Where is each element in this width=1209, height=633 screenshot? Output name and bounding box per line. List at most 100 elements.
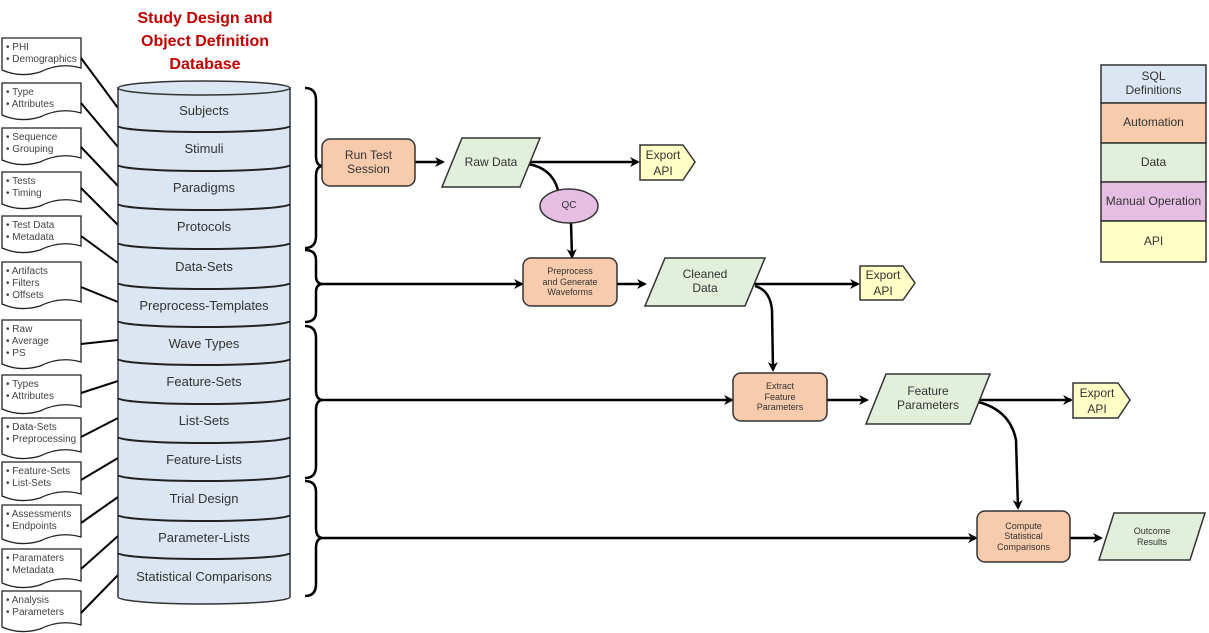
note-box: • Data-Sets• Preprocessing: [6, 422, 84, 446]
note-shape: [1, 374, 82, 415]
note-connector: [80, 574, 119, 614]
note-item: • Artifacts: [6, 266, 48, 277]
table-divider: [117, 436, 291, 444]
brace-1: [304, 86, 324, 250]
legend-label: Manual Operation: [1105, 193, 1202, 208]
brace-4: [304, 479, 324, 598]
note-shape: [1, 548, 82, 589]
note-item: • Preprocessing: [6, 434, 77, 445]
note-shape: [1, 37, 82, 76]
note-connectors: [80, 57, 119, 614]
arrow-cleaned-extract: [754, 284, 778, 372]
label-line: Parameters: [756, 402, 804, 413]
table-divider: [117, 125, 291, 133]
database-table-preprocess-templates: Preprocess-Templates: [139, 297, 269, 313]
legend-swatch: [1100, 181, 1207, 222]
label-line: Export: [645, 147, 681, 162]
table-divider: [117, 320, 291, 328]
note-item: • Filters: [6, 278, 40, 289]
note-shape: [1, 171, 82, 210]
cylinder-body: [117, 87, 291, 605]
title-line-3: Database: [169, 56, 241, 73]
feature-params-shape: [864, 373, 992, 425]
table-divider: [117, 474, 291, 482]
label-line: Data: [692, 281, 718, 295]
note-connector: [80, 102, 119, 148]
note-item: • PS: [6, 348, 26, 359]
note-connector: [80, 235, 119, 264]
label-line: Comparisons: [996, 541, 1051, 552]
note-item: • Assessments: [6, 509, 72, 520]
braces: [304, 86, 324, 598]
table-divider: [117, 203, 291, 211]
outcome-shape: [1097, 512, 1207, 561]
nodes: [321, 137, 1207, 563]
arrow-raw-qc: [527, 162, 560, 191]
label-line: Session: [347, 161, 390, 176]
label-line: Compute: [1005, 520, 1042, 531]
note-item: • Data-Sets: [6, 422, 57, 433]
note-item: • Metadata: [6, 565, 54, 576]
note-connector: [80, 146, 119, 187]
label-line: Results: [1136, 536, 1167, 547]
note-item: • Type: [6, 87, 34, 98]
cleaned-data-shape: [643, 257, 767, 307]
legend-item: API: [1101, 221, 1206, 262]
note-item: • Demographics: [6, 54, 77, 65]
note-shape: [1, 504, 82, 545]
note-box: • Artifacts• Filters• Offsets: [6, 266, 84, 302]
legend-label: API: [1143, 233, 1164, 248]
qc-label: QC: [540, 189, 598, 223]
note-shape: [1, 590, 82, 633]
note-item: • Types: [6, 379, 39, 390]
note-box: • Raw• Average• PS: [6, 324, 84, 360]
raw-data-label: Raw Data: [447, 138, 535, 187]
note-shape: [1, 261, 82, 310]
database-table-feature-sets: Feature-Sets: [166, 374, 242, 390]
arrows: [320, 157, 1103, 543]
database-table-wave-types: Wave Types: [168, 335, 240, 351]
note-box: • Sequence• Grouping: [6, 132, 84, 156]
legend-swatch: [1100, 64, 1207, 104]
note-shape: [1, 417, 82, 460]
note-box: • Assessments• Endpoints: [6, 509, 84, 533]
note-box: • Types• Attributes: [6, 379, 84, 403]
label-line: Waveforms: [547, 287, 593, 298]
note-connector: [80, 339, 119, 345]
label-line: API: [653, 163, 673, 178]
note-item: • Parameters: [6, 607, 64, 618]
database-table-parameter-lists: Parameter-Lists: [158, 529, 250, 545]
database-table-data-sets: Data-Sets: [175, 258, 233, 274]
label-line: API: [873, 284, 893, 298]
note-shape: [1, 127, 82, 166]
note-item: • Attributes: [6, 99, 54, 110]
note-item: • Timing: [6, 188, 42, 199]
note-item: • PHI: [6, 42, 29, 53]
label-line: Statistical: [1004, 531, 1043, 542]
label-line: Export: [865, 268, 901, 282]
label-line: QC: [561, 200, 577, 212]
extract-box: [732, 372, 828, 422]
note-shapes: [1, 37, 82, 633]
table-divider: [117, 282, 291, 290]
label-line: Cleaned: [682, 267, 728, 282]
arrow-features-compute: [977, 400, 1023, 510]
database-table-statistical-comparisons: Statistical Comparisons: [136, 568, 272, 584]
table-divider: [117, 164, 291, 172]
table-divider: [117, 242, 291, 250]
note-item: • Paramaters: [6, 553, 64, 564]
database-table-paradigms: Paradigms: [172, 180, 236, 196]
legend-label: Definitions: [1125, 83, 1182, 97]
database-table-list-sets: List-Sets: [178, 413, 230, 429]
label-line: Run Test: [344, 147, 393, 162]
arrow-qc-preprocess: [566, 221, 577, 259]
note-box: • Feature-Sets• List-Sets: [6, 466, 84, 490]
title-line-2: Object Definition: [141, 33, 269, 50]
